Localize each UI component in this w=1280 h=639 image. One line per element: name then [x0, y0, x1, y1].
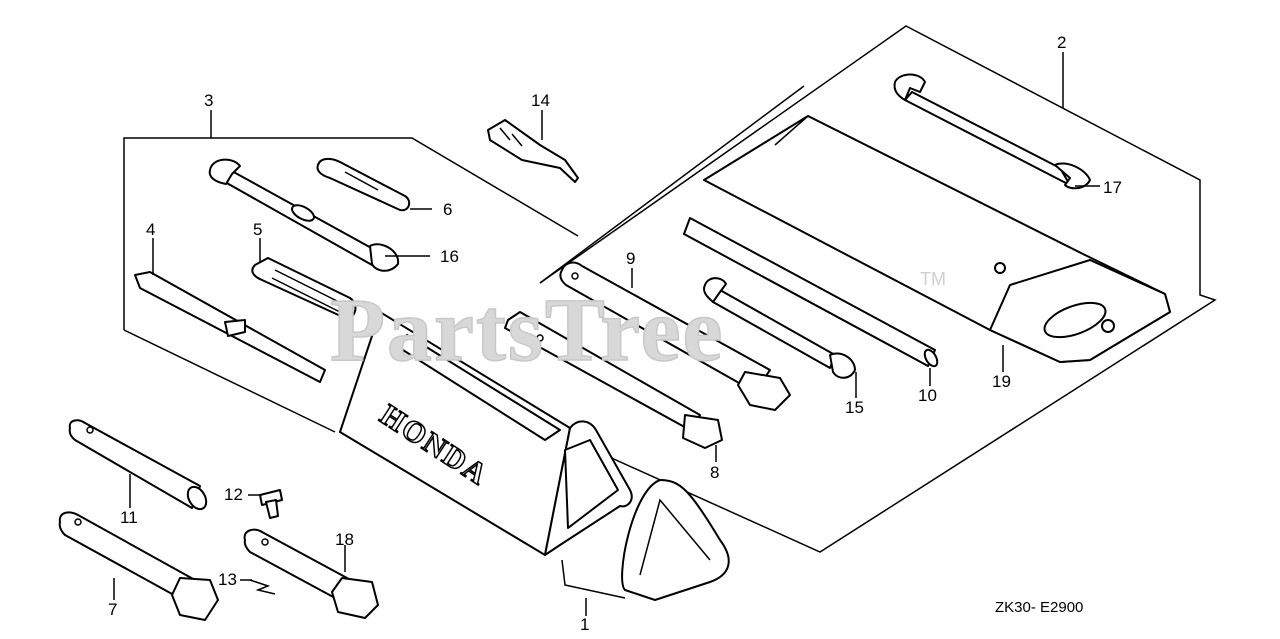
callout-13: 13: [218, 570, 237, 589]
callout-10: 10: [918, 386, 937, 405]
callout-5: 5: [253, 220, 262, 239]
callout-16: 16: [440, 247, 459, 266]
callout-4: 4: [146, 220, 155, 239]
callout-11: 11: [120, 508, 138, 527]
tool-bag-outline: [539, 25, 1217, 553]
screwdriver-handle-5: [251, 257, 357, 320]
callout-15: 15: [845, 398, 864, 417]
box-wrench-18: [243, 528, 379, 619]
callout-12: 12: [224, 485, 243, 504]
callout-8: 8: [710, 463, 719, 482]
callout-1: 1: [580, 615, 589, 634]
tool-set-bracket: [123, 137, 579, 330]
open-wrench-17: [893, 73, 1091, 190]
callout-18: 18: [335, 530, 354, 549]
clip-13: [249, 579, 276, 595]
open-wrench-15: [703, 277, 856, 379]
watermark-text: PartsTree: [330, 281, 724, 380]
callout-14: 14: [531, 91, 550, 110]
callout-3: 3: [204, 91, 213, 110]
leader-lines: [113, 52, 1100, 616]
spark-plug: [487, 119, 579, 183]
callout-6: 6: [443, 200, 452, 219]
watermark-tm: TM: [920, 269, 946, 289]
callout-19: 19: [992, 372, 1011, 391]
callout-17: 17: [1103, 178, 1122, 197]
callout-7: 7: [108, 600, 117, 619]
callout-numbers: 1 2 3 4 5 6 7 8 9 10 11 12 13 14 15 16 1…: [108, 33, 1122, 634]
tool-bag-case: [339, 311, 730, 601]
box-wrench-9: [559, 261, 791, 411]
tool-set-bracket-lower: [123, 329, 336, 433]
bar-10: [683, 217, 939, 368]
socket-wrench-7: [58, 511, 219, 621]
pin-12: [259, 489, 283, 519]
screwdriver-grip-6: [316, 157, 411, 212]
socket-wrench-8: [504, 311, 723, 449]
callout-2: 2: [1057, 33, 1066, 52]
vinyl-bag: [703, 115, 1171, 363]
callout-9: 9: [626, 249, 635, 268]
box-wrench-11: [68, 419, 208, 511]
diagram-code: ZK30- E2900: [995, 599, 1083, 616]
screwdriver-4: [134, 271, 326, 383]
open-wrench-16: [208, 158, 400, 272]
